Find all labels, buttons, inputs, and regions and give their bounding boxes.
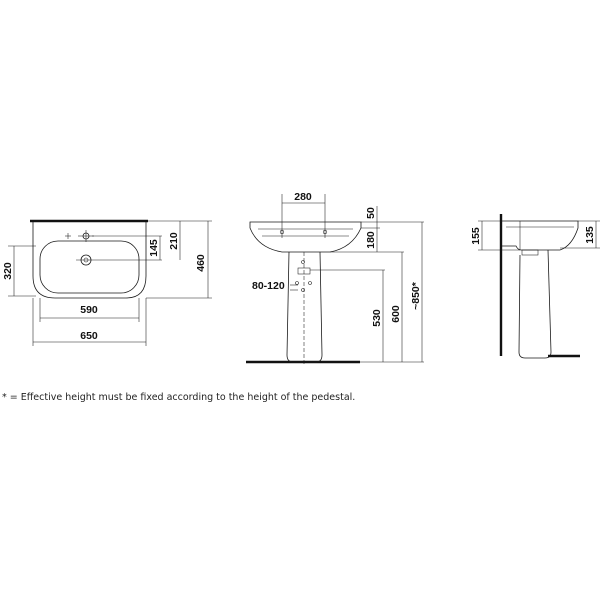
dim-145: 145: [148, 239, 160, 257]
side-view: 155 135: [470, 214, 600, 359]
bowl-outline: [39, 240, 140, 294]
outlet-icon: [297, 267, 311, 275]
basin-outline: [32, 222, 147, 299]
dim-80-120: 80-120: [252, 280, 285, 292]
side-pedestal-outline: [518, 249, 552, 359]
dim-155: 155: [470, 227, 482, 245]
pedestal-outline: [286, 251, 323, 363]
dim-180: 180: [365, 231, 377, 249]
dim-50: 50: [365, 207, 377, 219]
dim-460: 460: [195, 254, 207, 272]
dim-850: ~850*: [410, 281, 422, 310]
dim-210: 210: [168, 232, 180, 250]
dim-320: 320: [2, 262, 14, 280]
side-basin-outline: [501, 220, 579, 251]
dim-650: 650: [80, 330, 98, 342]
front-view: 280 80-120 50 180 530 600 ~850*: [246, 191, 424, 364]
dim-135: 135: [584, 226, 596, 244]
dim-600: 600: [390, 305, 402, 323]
front-basin-outline: [249, 221, 362, 253]
dim-280: 280: [294, 191, 312, 203]
dim-590: 590: [80, 304, 98, 316]
dim-530: 530: [371, 309, 383, 327]
plan-view: 590 650 320 145 210 460: [2, 219, 212, 346]
footnote: * = Effective height must be fixed accor…: [2, 392, 356, 403]
